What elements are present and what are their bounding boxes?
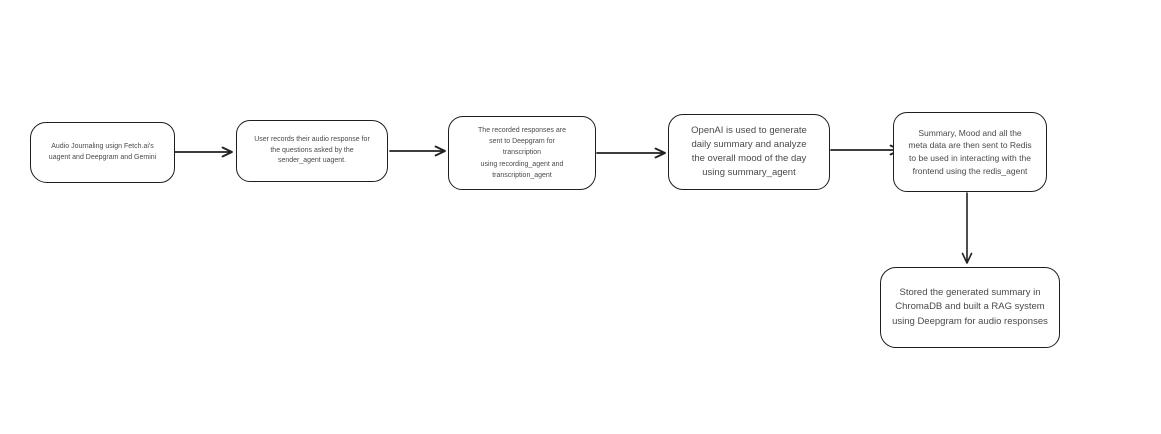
arrow-user-to-transcription bbox=[389, 145, 446, 157]
flow-node-deepgram-transcription: The recorded responses are sent to Deepg… bbox=[448, 116, 596, 190]
arrow-summary-to-redis bbox=[830, 144, 901, 156]
flow-node-redis-metadata: Summary, Mood and all the meta data are … bbox=[893, 112, 1047, 192]
flow-node-label: Summary, Mood and all the meta data are … bbox=[908, 127, 1032, 176]
arrow-redis-to-chromadb bbox=[961, 192, 973, 264]
flow-node-user-records: User records their audio response for th… bbox=[236, 120, 388, 182]
flow-node-label: The recorded responses are sent to Deepg… bbox=[478, 127, 566, 179]
flow-node-chromadb-rag: Stored the generated summary in ChromaDB… bbox=[880, 267, 1060, 348]
flow-node-audio-journaling: Audio Journaling usign Fetch.ai's uagent… bbox=[30, 122, 175, 183]
arrow-transcription-to-summary bbox=[596, 147, 666, 159]
flow-node-label: Audio Journaling usign Fetch.ai's uagent… bbox=[48, 143, 157, 161]
flow-node-label: User records their audio response for th… bbox=[254, 135, 370, 165]
flow-node-label: Stored the generated summary in ChromaDB… bbox=[892, 287, 1048, 327]
flow-node-label: OpenAI is used to generate daily summary… bbox=[691, 125, 807, 178]
arrow-audio-to-user bbox=[174, 146, 233, 158]
flow-node-openai-summary: OpenAI is used to generate daily summary… bbox=[668, 114, 830, 190]
